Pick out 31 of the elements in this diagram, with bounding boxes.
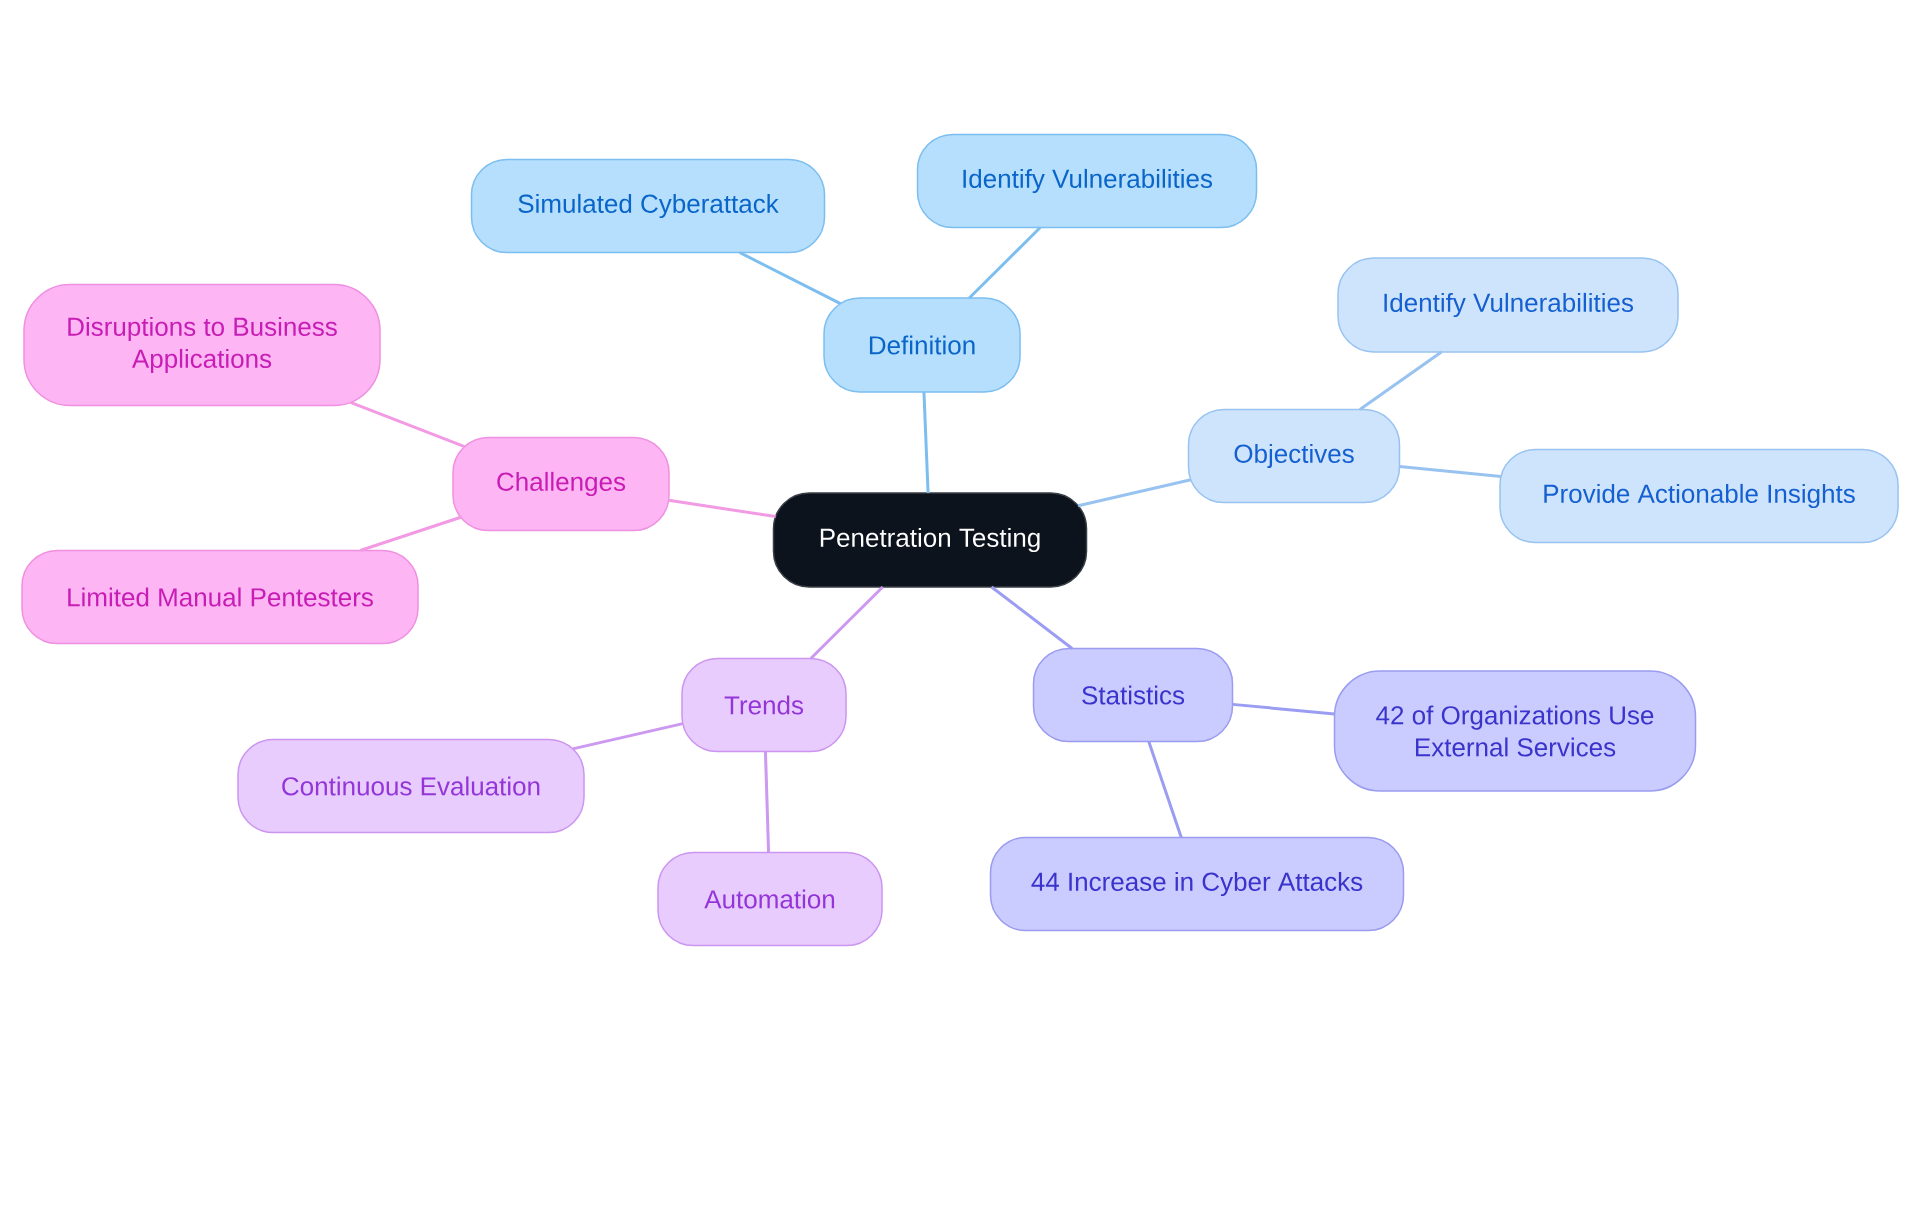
detail-box: Identify Vulnerabilities <box>1337 257 1679 353</box>
detail-box: Simulated Cyberattack <box>470 158 826 254</box>
connector-line <box>1077 478 1192 508</box>
connector-line <box>990 585 1074 650</box>
subtopic-box: Challenges <box>452 436 670 532</box>
subtopic-box: Objectives <box>1187 408 1401 504</box>
detail-box: Continuous Evaluation <box>237 738 585 834</box>
subtopic-box: Trends <box>681 657 847 753</box>
detail-box: Limited Manual Pentesters <box>21 549 419 645</box>
detail-box: 42 of Organizations Use External Services <box>1333 670 1697 792</box>
detail-box: Automation <box>657 851 883 947</box>
detail-box: 44 Increase in Cyber Attacks <box>989 836 1405 932</box>
connector-line <box>809 585 884 660</box>
detail-box: Disruptions to Business Applications <box>23 283 381 407</box>
detail-box: Provide Actionable Insights <box>1499 448 1899 544</box>
connector-line <box>763 751 771 853</box>
connector-line <box>1147 741 1183 838</box>
detail-box: Identify Vulnerabilities <box>916 133 1258 229</box>
connector-line <box>359 515 462 552</box>
subtopic-box: Statistics <box>1032 647 1234 743</box>
subtopic-box: Definition <box>823 297 1021 393</box>
connector-line <box>1232 702 1335 716</box>
connector-line <box>968 226 1042 300</box>
connector-line <box>739 251 842 305</box>
connector-line <box>922 391 930 494</box>
connector-line <box>668 498 776 519</box>
connector-line <box>349 401 466 449</box>
connector-line <box>572 722 684 751</box>
connector-line <box>1359 350 1443 411</box>
topic-box: Penetration Testing <box>772 492 1088 588</box>
connector-line <box>1399 464 1502 478</box>
